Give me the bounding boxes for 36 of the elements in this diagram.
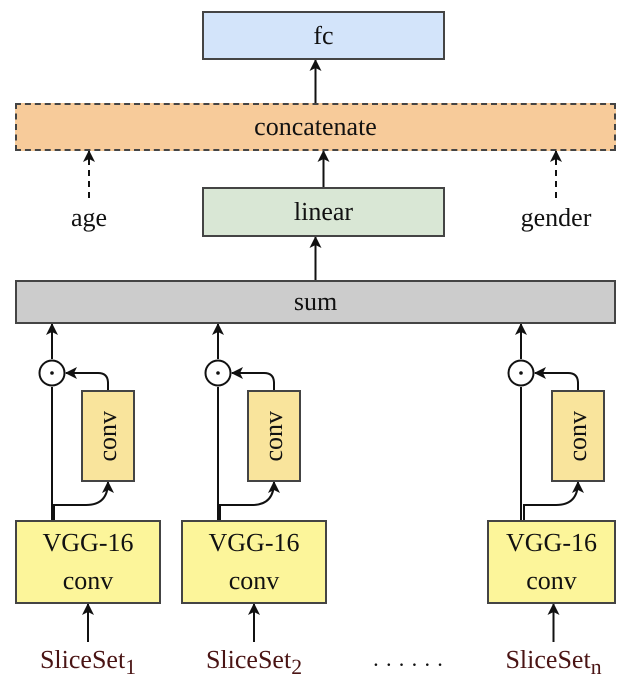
arrow bbox=[523, 481, 584, 520]
arrow bbox=[219, 481, 280, 520]
layer-box: conv bbox=[81, 390, 135, 482]
arrow bbox=[46, 323, 58, 359]
connector-line bbox=[217, 387, 219, 520]
connector-line bbox=[520, 387, 522, 520]
connector-line bbox=[51, 387, 53, 520]
arrow bbox=[53, 481, 114, 520]
arrow bbox=[65, 367, 109, 390]
arrow bbox=[310, 59, 322, 103]
arrow bbox=[515, 323, 527, 359]
layer-box: VGG-16 conv bbox=[487, 520, 616, 604]
arrow bbox=[534, 367, 579, 390]
arrow bbox=[83, 150, 95, 198]
arrow bbox=[231, 367, 275, 390]
ellipsis-dots: · · · · · · bbox=[371, 651, 445, 679]
arrow bbox=[248, 603, 260, 642]
input-label: gender bbox=[498, 198, 614, 238]
layer-box: sum bbox=[15, 280, 616, 324]
arrow bbox=[310, 236, 322, 280]
layer-box: VGG-16 conv bbox=[15, 520, 161, 604]
layer-box: conv bbox=[247, 390, 301, 482]
input-label: age bbox=[58, 198, 120, 238]
arrow bbox=[548, 603, 560, 642]
layer-box: VGG-16 conv bbox=[181, 520, 327, 604]
layer-box: linear bbox=[202, 187, 445, 237]
layer-box: fc bbox=[202, 11, 445, 60]
input-label: SliceSet$_{2}$ bbox=[188, 642, 320, 684]
arrow bbox=[212, 323, 224, 359]
input-label: SliceSet$_{1}$ bbox=[22, 642, 154, 684]
arrow bbox=[318, 150, 330, 187]
layer-box: concatenate bbox=[15, 103, 616, 151]
input-label: SliceSet$_{n}$ bbox=[490, 642, 617, 684]
arrow bbox=[550, 150, 562, 198]
layer-box: conv bbox=[551, 390, 605, 482]
arrow bbox=[82, 603, 94, 642]
